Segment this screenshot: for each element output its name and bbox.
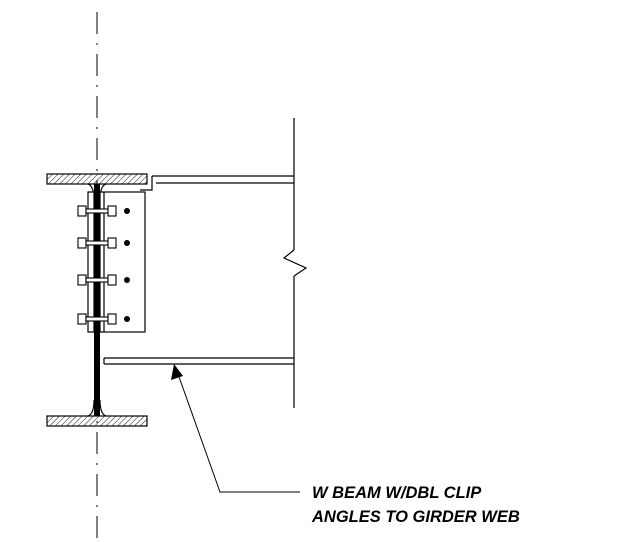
girder-top-flange: [46, 173, 148, 185]
bolt-hole: [124, 208, 130, 214]
bolt: [77, 205, 117, 217]
beam-end-break-line: [282, 118, 308, 408]
callout-leader: [171, 364, 300, 493]
bolt: [77, 313, 117, 325]
bolt-hole: [124, 277, 130, 283]
w-beam: [103, 175, 294, 365]
girder-bolts: [77, 205, 117, 325]
girder-section: [46, 173, 148, 427]
bolt-hole: [124, 240, 130, 246]
girder-web: [94, 184, 100, 416]
clip-angle-back-leg: [87, 191, 95, 333]
bolt: [77, 237, 117, 249]
girder-bottom-flange: [46, 415, 148, 427]
callout-note-line-1: W BEAM W/DBL CLIP: [312, 484, 482, 502]
bolt-hole: [124, 316, 130, 322]
callout-note-line-2: ANGLES TO GIRDER WEB: [311, 508, 520, 526]
leader-arrowhead: [171, 364, 183, 380]
beam-top-cope: [140, 176, 153, 191]
bolt: [77, 274, 117, 286]
beam-bolt-holes: [124, 208, 130, 322]
